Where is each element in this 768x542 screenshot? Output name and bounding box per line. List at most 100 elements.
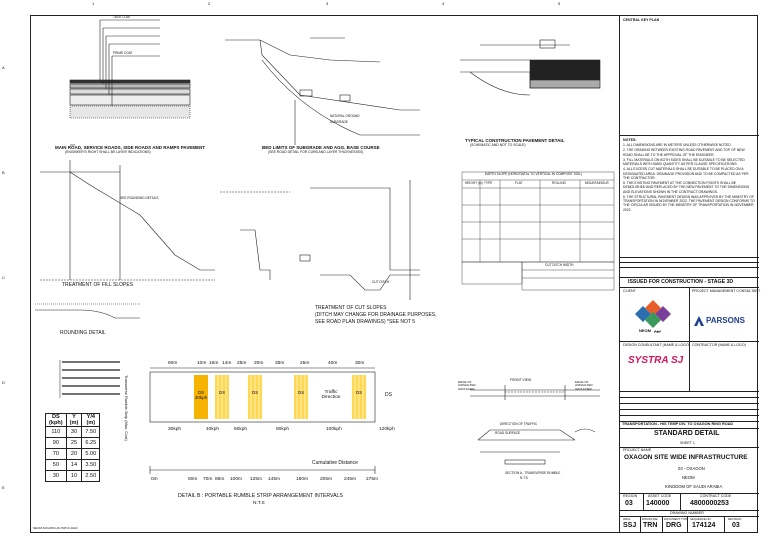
cell: 50 <box>45 459 67 471</box>
note-4: 4. ALL EXCESS CUT MATERIALS SHALL BE SUI… <box>623 167 749 180</box>
label-front-view: FRONT VIEW <box>510 378 532 382</box>
cell: 5.00 <box>81 448 101 460</box>
drawing-title: STANDARD DETAIL <box>654 430 720 437</box>
title-block: CENTRAL KEY PLAN NOTES: 1. ALL DIMENSION… <box>619 15 760 533</box>
cell: 110 <box>45 426 67 438</box>
label-subgrade: SUBGRADE <box>330 120 348 124</box>
slope-table-h-rolling: ROLLING <box>552 181 566 185</box>
cum-70: 70m <box>203 477 213 482</box>
caption-typical-pavement: TYPICAL CONSTRUCTION PAVEMENT DETAIL <box>465 138 565 143</box>
cum-275: 275m <box>366 477 378 482</box>
bed-limits-detail <box>225 37 420 145</box>
project-region: NEOM <box>682 475 695 480</box>
label-cut-ditch: CUT DITCH <box>372 280 390 284</box>
cum-100: 100m <box>230 477 242 482</box>
label-tack-coat: TACK COAT <box>113 15 131 19</box>
slope-table-title: EARTH SLOPE (HORIZONTAL TO VERTICAL IN C… <box>485 172 582 176</box>
asset-code: 140000 <box>646 500 670 507</box>
cum-145: 145m <box>268 477 280 482</box>
cell: 3.50 <box>81 459 101 471</box>
key-plan-label: CENTRAL KEY PLAN <box>623 18 660 22</box>
cell: 20 <box>65 448 83 460</box>
grid-row-d: D <box>2 380 5 385</box>
note-1: 1. ALL DIMENSIONS ARE IN METERS UNLESS O… <box>623 143 732 147</box>
doc-col-revision: REVISION <box>728 517 742 521</box>
doc-sequence: 174124 <box>692 522 716 529</box>
ds-stripes <box>217 375 364 419</box>
caption-section-nts: N.T.S <box>520 476 528 480</box>
label-natural-ground: NATURAL GROUND <box>330 114 360 118</box>
doc-col-discipline: DISCIPLINE <box>642 517 658 521</box>
parsons-wordmark: PARSONS <box>706 316 745 325</box>
ds-block-label-110: DS <box>355 390 363 395</box>
ds-block-label-50: DS <box>218 390 226 395</box>
cum-180: 180m <box>296 477 308 482</box>
speed-120: 120kph <box>379 427 395 432</box>
distance-9: 30m <box>355 361 365 366</box>
grid-column-4: 4 <box>442 1 445 6</box>
systra-logo: SYSTRA SJ <box>628 355 684 366</box>
caption-pavement-main: MAIN ROAD, SERVICE ROADS, SIDE ROADS AND… <box>55 145 206 150</box>
asset-label: ASSET CODE <box>648 494 672 498</box>
grid-row-a: A <box>2 65 5 70</box>
grid-column-1: 1 <box>92 1 95 6</box>
caption-bed-limits: BED LIMITS OF SUBGRADE AND AGG. BASE COU… <box>262 145 380 150</box>
cum-0: 0m <box>151 477 158 482</box>
doc-col-orig: ORIG. <box>623 517 631 521</box>
note-5: 5. THE EXISTING PAVEMENT AT THE CONNECTI… <box>623 181 750 194</box>
label-safety: SEE ROUNDING DETAILS <box>120 196 159 200</box>
neom-arabic-wordmark: نيوم <box>654 328 661 333</box>
caption-pavement-main-sub: (ENGINEER'S RIGHT SHALL BE LAYER INDICAT… <box>65 150 151 154</box>
discipline-title: TRANSPORTATION - HIS TEMP DIV. TO OXAGON… <box>622 422 734 426</box>
label-road-surface: ROAD SURFACE <box>495 431 521 435</box>
cum-60: 60m <box>188 477 198 482</box>
caption-fill-slopes: TREATMENT OF FILL SLOPES <box>62 282 134 288</box>
project-name-label: PROJECT NAME <box>623 448 652 452</box>
pavement-layers-detail <box>69 19 191 146</box>
caption-rumble-nts: N.T.S <box>253 501 265 506</box>
rumble-timeline <box>149 367 376 474</box>
slope-table-h-height: HEIGHT (m) <box>465 181 483 185</box>
slope-table-grid <box>461 171 615 291</box>
cell: 90 <box>45 437 67 449</box>
caption-bed-limits-sub: (SEE ROAD DETAIL FOR CURB AND LAYER THIC… <box>268 150 364 154</box>
cut-ditch-table-title: CUT DITCH WIDTH <box>545 263 574 267</box>
designer-label: DESIGN CONSULTANT (NAME & LOGO) <box>623 343 691 347</box>
speed-40: 40kph <box>206 427 220 432</box>
footer-code: NEOM-NIOAPR-HS-TRP-D-0124 <box>33 526 78 530</box>
cell: 2.50 <box>81 470 101 482</box>
distance-2: 16m <box>209 361 219 366</box>
typical-pavement-detail <box>460 39 601 96</box>
doc-revision: 03 <box>732 522 740 529</box>
contract-code: 4800000253 <box>690 500 729 507</box>
grid-row-e: E <box>2 485 5 490</box>
label-edge-right: EDGE OF ASPHALTED SHOULDER <box>575 380 593 391</box>
speed-80: 80kph <box>276 427 290 432</box>
front-view-drawing <box>470 385 600 465</box>
distance-4: 25m <box>237 361 247 366</box>
distance-3: 14m <box>222 361 232 366</box>
cell: 25 <box>65 437 83 449</box>
cum-245: 245m <box>344 477 356 482</box>
speed-60: 60kph <box>234 427 248 432</box>
ds-table-h-y: Y (m) <box>65 413 83 427</box>
distance-0: 60m <box>168 361 178 366</box>
caption-rumble: DETAIL B : PORTABLE RUMBLE STRIP ARRANGE… <box>178 493 343 499</box>
cell: 30 <box>65 426 83 438</box>
slope-table-h-type: TYPE <box>484 181 493 185</box>
region-code: 03 <box>625 500 633 507</box>
caption-cut-slopes-2: (DITCH MAY CHANGE FOR DRAINAGE PURPOSES, <box>315 312 437 318</box>
drawing-sheet <box>30 15 758 533</box>
note-2: 2. THE GRADING BETWEEN EXISTING ROAD PAV… <box>623 148 745 157</box>
caption-cut-slopes-3: SEE ROAD PLAN DRAWINGS) *SEE NOT 5 <box>315 319 416 325</box>
project-area: 03 - OXAGON <box>678 466 705 471</box>
cum-86: 86m <box>215 477 225 482</box>
distance-7: 25m <box>300 361 310 366</box>
cumulative-label: Cumulative Distance <box>312 460 358 466</box>
speed-30: 30kph <box>168 427 182 432</box>
note-6: 6. THE STRUCTURAL PAVEMENT DESIGN WAS AP… <box>623 194 755 212</box>
